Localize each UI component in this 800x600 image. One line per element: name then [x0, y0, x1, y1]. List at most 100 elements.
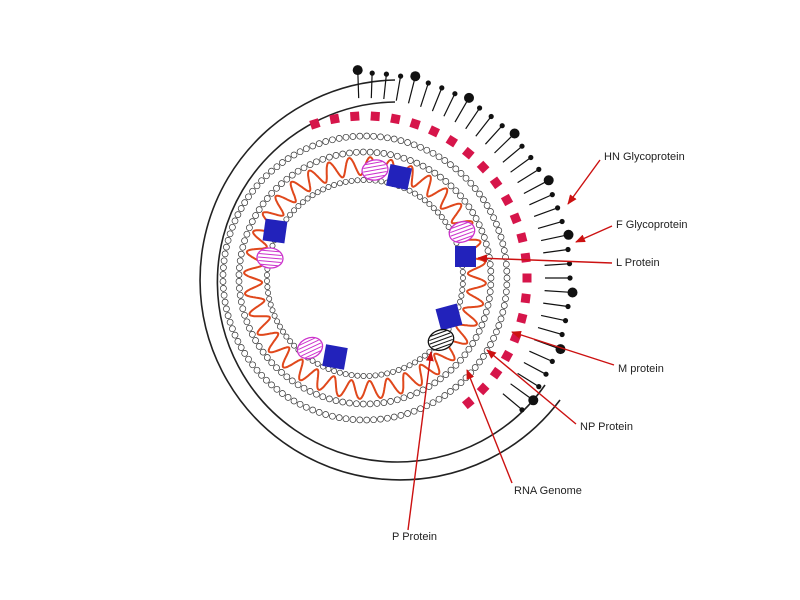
m-protein-square [489, 176, 503, 190]
nucleocapsid-bead [353, 148, 360, 156]
nucleocapsid-bead [484, 247, 492, 255]
nucleocapsid-bead [390, 368, 396, 375]
glycoprotein-stalk [465, 108, 480, 130]
nucleocapsid-bead [480, 353, 487, 360]
nucleocapsid-bead [417, 143, 424, 151]
p-protein-stripe [367, 174, 385, 179]
nucleocapsid-bead [263, 354, 271, 361]
nucleocapsid-bead [220, 264, 227, 271]
glycoprotein-stalk [420, 83, 429, 107]
nucleocapsid-bead [476, 358, 483, 366]
nucleocapsid-bead [219, 271, 227, 278]
glycoprotein-head [549, 192, 555, 198]
nucleocapsid-bead [503, 274, 511, 282]
label-f-glycoprotein: F Glycoprotein [616, 219, 688, 231]
nucleocapsid-bead [502, 260, 510, 268]
nucleocapsid-bead [252, 212, 259, 219]
nucleocapsid-bead [234, 338, 242, 345]
nucleocapsid-bead [287, 211, 294, 218]
p-protein-stripe [435, 343, 452, 350]
nucleocapsid-bead [500, 247, 508, 254]
nucleocapsid-bead [421, 197, 428, 204]
nucleocapsid-bead [431, 169, 439, 177]
nucleocapsid-bead [306, 161, 314, 168]
glycoprotein-head [559, 331, 565, 338]
nucleocapsid-bead [295, 203, 302, 210]
nucleocapsid-bead [406, 187, 413, 194]
nucleocapsid-bead [359, 400, 367, 408]
nucleocapsid-bead [336, 369, 343, 376]
p-protein-stripe [430, 330, 447, 337]
nucleocapsid-bead [461, 197, 469, 205]
nucleocapsid-bead [313, 158, 320, 166]
nucleocapsid-bead [236, 291, 244, 299]
glycoprotein-head [528, 154, 534, 161]
nucleocapsid-bead [349, 416, 357, 423]
nucleocapsid-bead [221, 250, 229, 258]
glycoprotein-stalk [510, 383, 531, 399]
nucleocapsid-bead [315, 140, 323, 147]
nucleocapsid-bead [273, 385, 281, 393]
nucleocapsid-bead [459, 281, 466, 287]
nucleocapsid-bead [483, 202, 491, 209]
p-protein-stripe [450, 227, 474, 237]
nucleocapsid-bead [370, 132, 377, 140]
nucleocapsid-bead [332, 397, 340, 404]
p-protein-stripe [299, 337, 316, 346]
nucleocapsid-bead [235, 278, 243, 285]
nucleocapsid-bead [290, 151, 298, 159]
nucleocapsid-bead [273, 184, 280, 192]
nucleocapsid-bead [263, 195, 271, 202]
nucleocapsid-bead [475, 221, 483, 229]
m-protein-square [350, 111, 360, 122]
nucleocapsid-bead [452, 361, 460, 369]
nucleocapsid-bead [231, 217, 239, 225]
p-protein-stripe [304, 350, 321, 359]
nucleocapsid-bead [288, 171, 296, 179]
m-protein-square [461, 146, 475, 160]
nucleocapsid-bead [302, 145, 310, 153]
nucleocapsid-bead [480, 196, 487, 203]
nucleocapsid-bead [457, 356, 464, 364]
nucleocapsid-bead [419, 162, 427, 170]
glycoprotein-stalk [544, 290, 569, 293]
nucleocapsid-bead [366, 400, 374, 408]
nucleocapsid-bead [353, 400, 360, 408]
p-protein-stripe [261, 249, 280, 253]
nucleocapsid-bead [393, 152, 401, 160]
nucleocapsid-bead [499, 308, 507, 316]
glycoprotein-head [565, 303, 571, 310]
glycoprotein-head [410, 71, 421, 82]
arrow-l [477, 254, 613, 264]
nucleocapsid-bead [346, 399, 353, 407]
glycoprotein-head [439, 85, 445, 91]
glycoprotein-head [563, 229, 574, 240]
nucleocapsid-bead [313, 390, 320, 398]
l-protein-square [455, 246, 476, 267]
m-protein-square [445, 134, 459, 148]
nucleocapsid-bead [462, 174, 470, 182]
nucleocapsid-bead [294, 167, 302, 175]
nucleocapsid-bead [288, 377, 296, 385]
nucleocapsid-bead [472, 334, 480, 341]
p-protein-stripe [298, 339, 319, 351]
nucleocapsid-bead [441, 157, 449, 164]
nucleocapsid-bead [447, 366, 455, 374]
p-protein-stripe [298, 342, 322, 354]
nucleocapsid-bead [266, 295, 273, 302]
nucleocapsid-bead [279, 390, 286, 397]
nucleocapsid-bead [306, 388, 314, 395]
nucleocapsid-bead [493, 220, 500, 228]
glycoprotein-head [549, 358, 555, 364]
nucleocapsid-bead [404, 410, 411, 417]
glycoprotein-head [464, 92, 474, 103]
nucleocapsid-bead [459, 269, 466, 275]
glycoprotein-head [536, 166, 542, 172]
nucleocapsid-bead [224, 237, 232, 244]
nucleocapsid-bead [442, 178, 450, 185]
nucleocapsid-bead [268, 359, 276, 367]
nucleocapsid-bead [500, 302, 508, 309]
label-arrows [407, 159, 615, 531]
nucleocapsid-bead [487, 274, 495, 282]
nucleocapsid-bead [400, 394, 408, 402]
